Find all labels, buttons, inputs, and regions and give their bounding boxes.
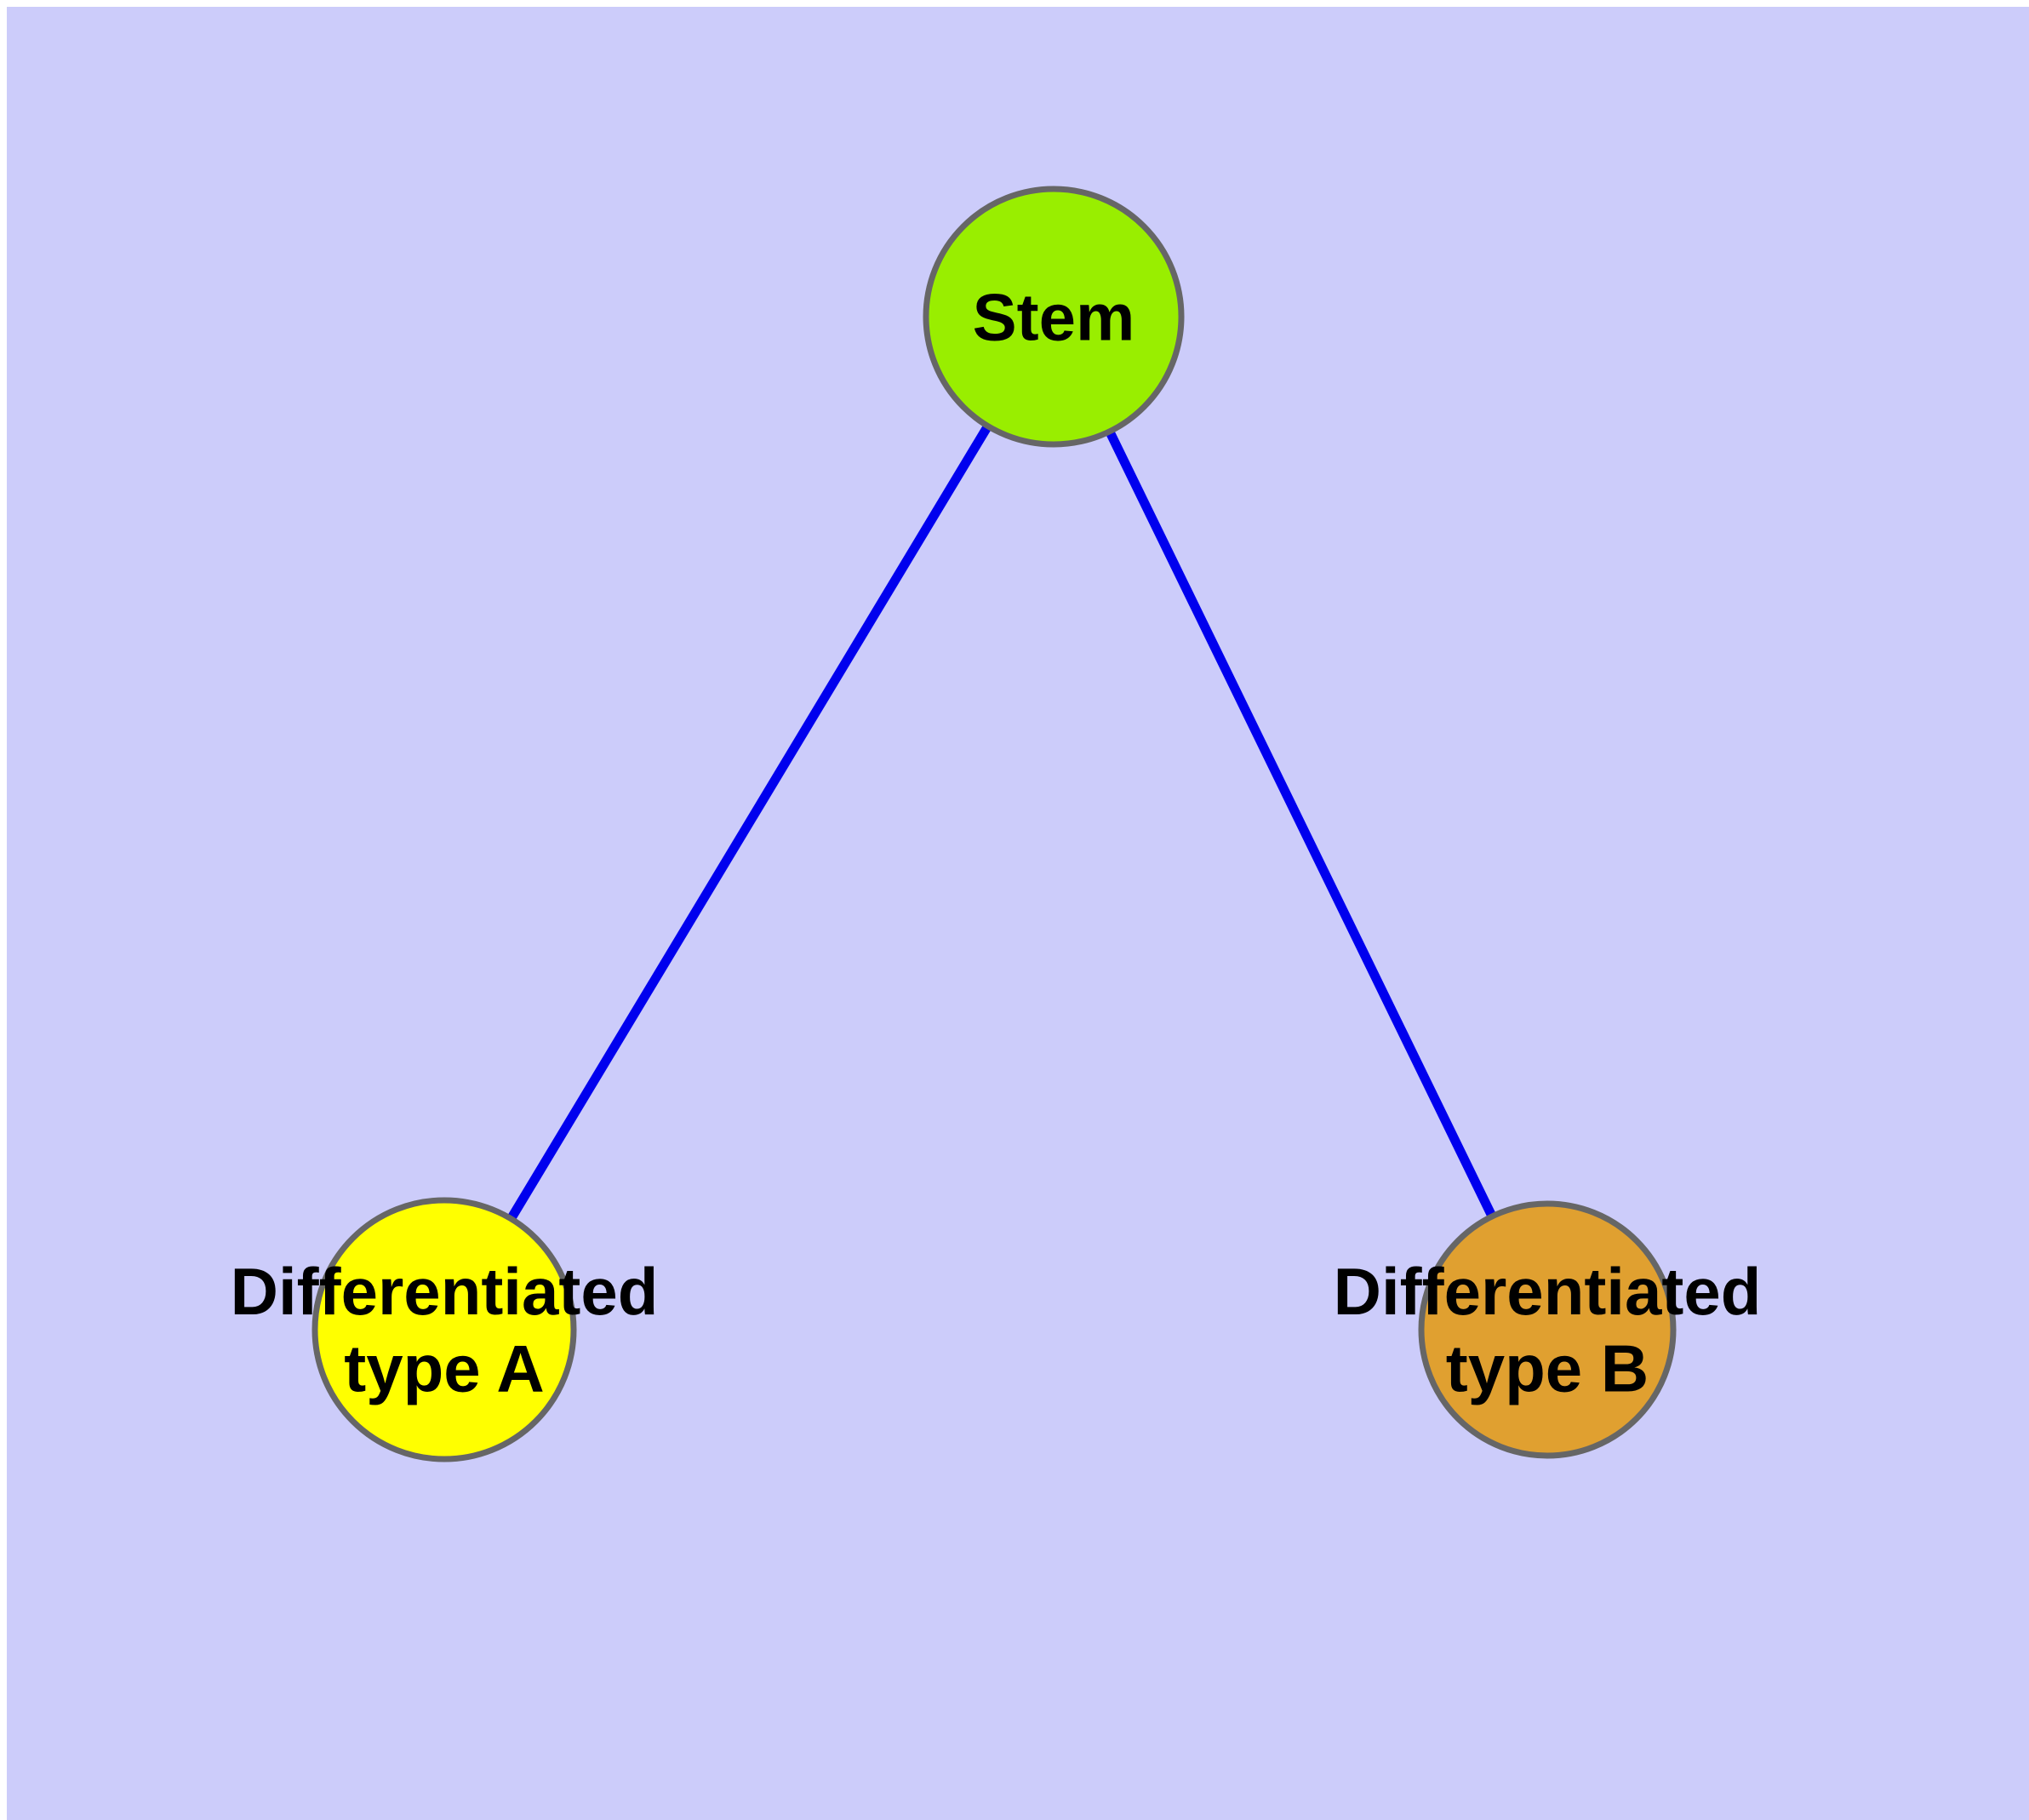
node-differentiated-type-b-circle[interactable] — [1418, 1200, 1677, 1459]
node-stem-label: Stem — [973, 279, 1135, 354]
edge-stem-to-diff-a[interactable] — [506, 423, 992, 1222]
edge-stem-to-diff-b[interactable] — [1105, 429, 1497, 1219]
node-differentiated-type-a-circle[interactable] — [311, 1197, 577, 1462]
node-stem-circle[interactable] — [923, 186, 1185, 448]
edge-layer — [506, 423, 1497, 1222]
node-layer — [311, 186, 1677, 1462]
